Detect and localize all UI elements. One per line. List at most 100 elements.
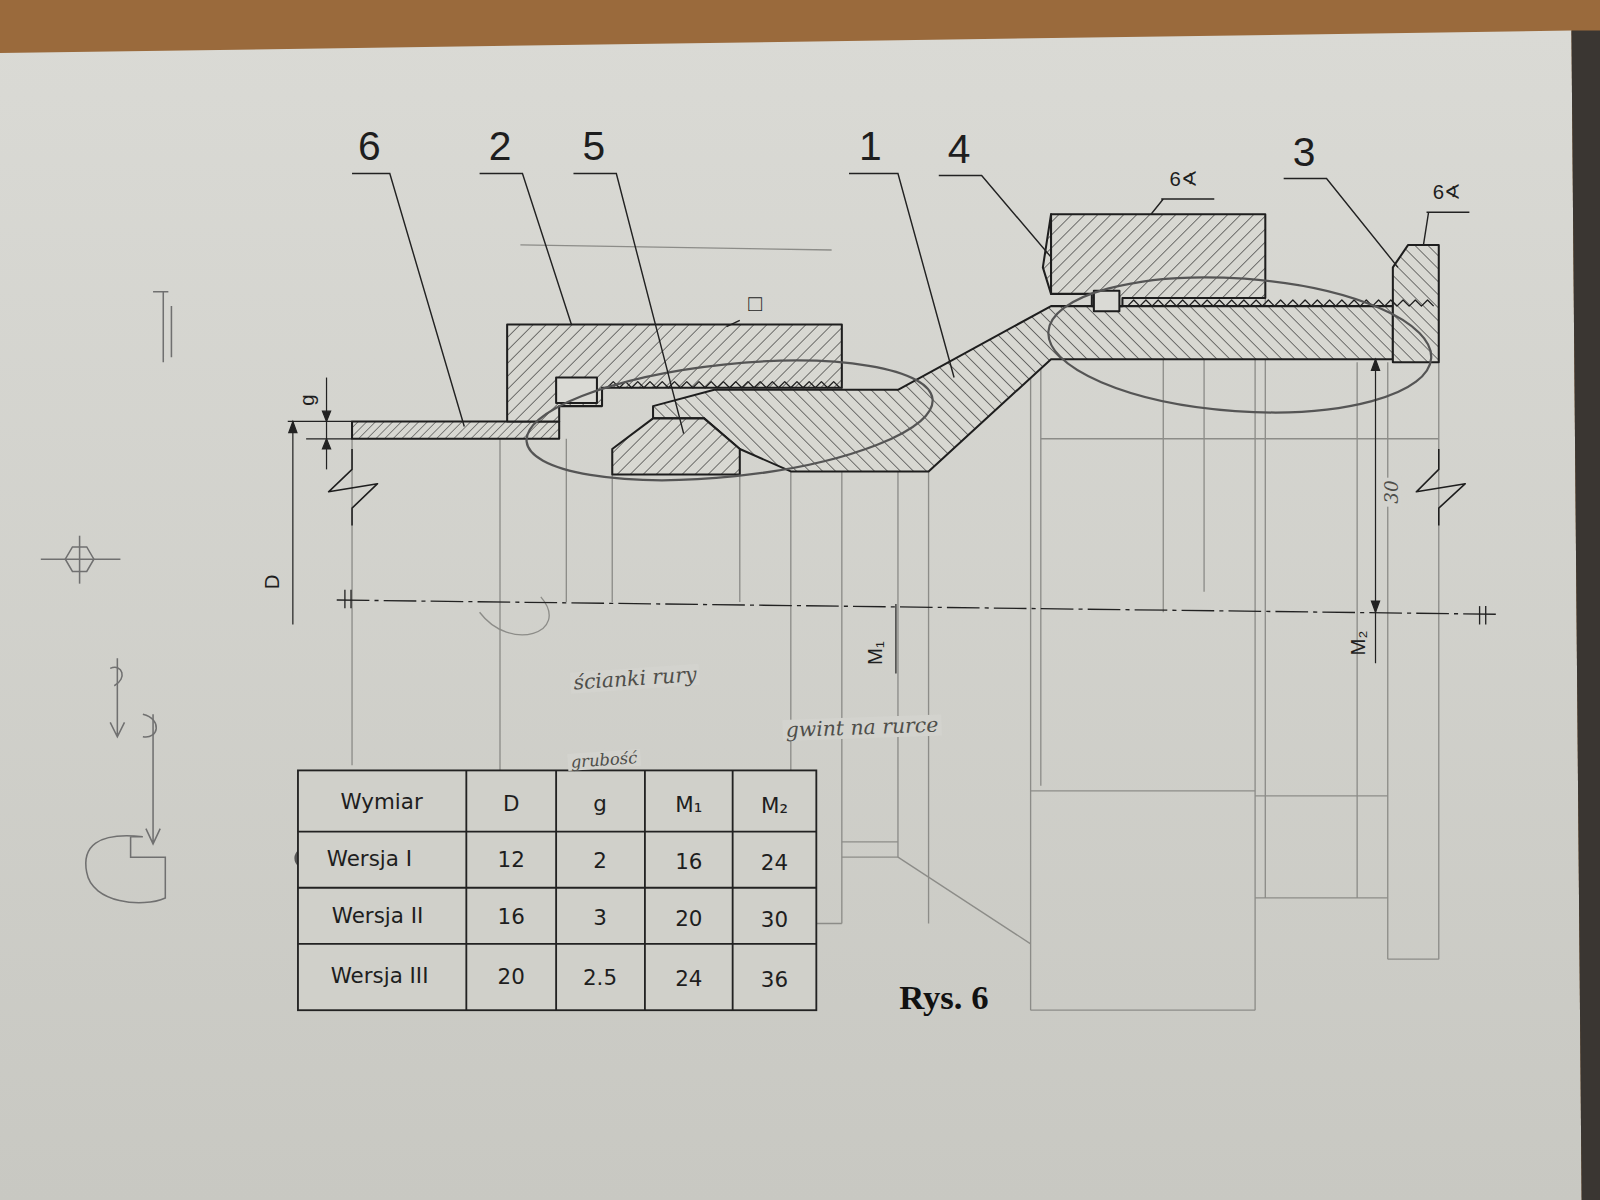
callout-number: 5: [583, 124, 606, 167]
pencil-outline: [1041, 438, 1439, 439]
callout-number: 1: [859, 124, 882, 167]
dimension-line: [322, 411, 330, 421]
table-cell: 36: [761, 968, 788, 990]
table-cell: 2: [593, 850, 607, 872]
dimension-table: [732, 770, 734, 1010]
dimension-line: [288, 421, 352, 422]
dimension-table: [298, 831, 816, 833]
dimension-line: [322, 439, 330, 449]
pencil-outline: [566, 439, 567, 602]
background: [0, 31, 1582, 1200]
pencil-outline: [1203, 357, 1204, 592]
section-parts: [1043, 214, 1051, 294]
pencil-outline: [1388, 959, 1439, 960]
dimension-label: M₂: [1348, 630, 1369, 655]
section-parts: [329, 214, 1466, 525]
section-parts: [1128, 300, 1434, 306]
callout-number: 2: [489, 124, 512, 167]
section-parts: [329, 449, 378, 526]
handwritten-note: grubość: [567, 749, 641, 771]
table-header: M₂: [761, 795, 788, 817]
table-cell: 20: [675, 908, 702, 930]
figure-caption: Rys. 6: [899, 980, 988, 1016]
section-parts: [1416, 449, 1465, 526]
dimension-table: [644, 770, 646, 1010]
pencil-outline: [739, 474, 740, 602]
dimension-line: [289, 421, 297, 432]
weld-symbol: 6∢: [1433, 182, 1461, 203]
leader-line: [849, 173, 954, 377]
pencil-outline: [1255, 795, 1388, 796]
pencil-outline: [1040, 357, 1041, 786]
centre-line: [337, 590, 1500, 625]
dimension-line: [288, 359, 1380, 673]
leader-line: [1423, 212, 1469, 245]
table-cell: Wersja III: [331, 964, 429, 986]
centre-line: [1485, 606, 1486, 624]
table-cell: 16: [498, 906, 525, 928]
leader-line: [1284, 179, 1398, 268]
table-header: Wymiar: [341, 791, 423, 813]
callout-number: 3: [1293, 131, 1316, 174]
pencil-outline: [1030, 357, 1031, 1010]
margin-sketch: [41, 558, 121, 560]
table-cell: Wersja I: [327, 848, 412, 870]
table-header: M₁: [675, 794, 702, 816]
dimension-line: [326, 378, 327, 470]
leader-line: [352, 173, 1469, 433]
margin-sketch: [79, 536, 81, 584]
margin-sketch: [153, 292, 171, 362]
leader-line: [939, 176, 1051, 258]
pencil-outline: [842, 856, 898, 857]
pencil-outline: [928, 471, 929, 923]
dimension-line: [292, 421, 293, 624]
centre-line: [1479, 606, 1480, 624]
leader-line: [573, 173, 683, 433]
dimension-label: M₁: [865, 641, 886, 665]
pencil-outline: [520, 245, 831, 250]
dimension-label: g: [297, 394, 318, 405]
table-header: g: [593, 793, 607, 815]
table-cell: 12: [498, 849, 525, 871]
pencil-outline: [612, 474, 613, 602]
table-cell: 3: [593, 907, 607, 929]
dimension-line: [1371, 359, 1379, 370]
dimension-table: [298, 943, 816, 945]
pencil-outline: [1031, 790, 1255, 791]
pencil-outline: [1387, 362, 1388, 959]
pencil-outline: [1356, 362, 1357, 898]
surface-symbol: □: [748, 292, 762, 316]
handwritten-note: ścianki rury: [569, 663, 699, 693]
table-cell: Wersja II: [332, 905, 424, 927]
pencil-outline: [898, 857, 1031, 944]
dimension-line: [1375, 359, 1376, 663]
dimension-table: [555, 770, 557, 1010]
dimension-table: [298, 770, 816, 1010]
pencil-outline: [1163, 357, 1164, 612]
pencil-ellipse: [1044, 265, 1436, 424]
dimension-line: [895, 604, 896, 673]
dimension-line: [1371, 601, 1379, 612]
centre-line: [337, 600, 1500, 614]
dimension-table: [298, 887, 816, 889]
section-parts: [612, 418, 740, 474]
pencil-outline: [897, 471, 898, 857]
background: [1571, 31, 1600, 1200]
leader-line: [727, 320, 740, 326]
table-cell: 2.5: [583, 966, 617, 988]
margin-sketch: [110, 658, 124, 737]
dimension-table: [465, 770, 467, 1010]
pencil-outline: [1265, 298, 1266, 898]
pencil-ellipse: [521, 343, 939, 497]
table-cell: 30: [761, 909, 788, 931]
leader-line: [480, 173, 572, 324]
leader-line: [352, 173, 464, 426]
handwritten-note: gwint na rurce: [783, 714, 942, 741]
handwritten-dimension: 30: [1382, 477, 1401, 506]
table-cell: 16: [675, 851, 702, 873]
table-cell: 24: [675, 967, 702, 989]
